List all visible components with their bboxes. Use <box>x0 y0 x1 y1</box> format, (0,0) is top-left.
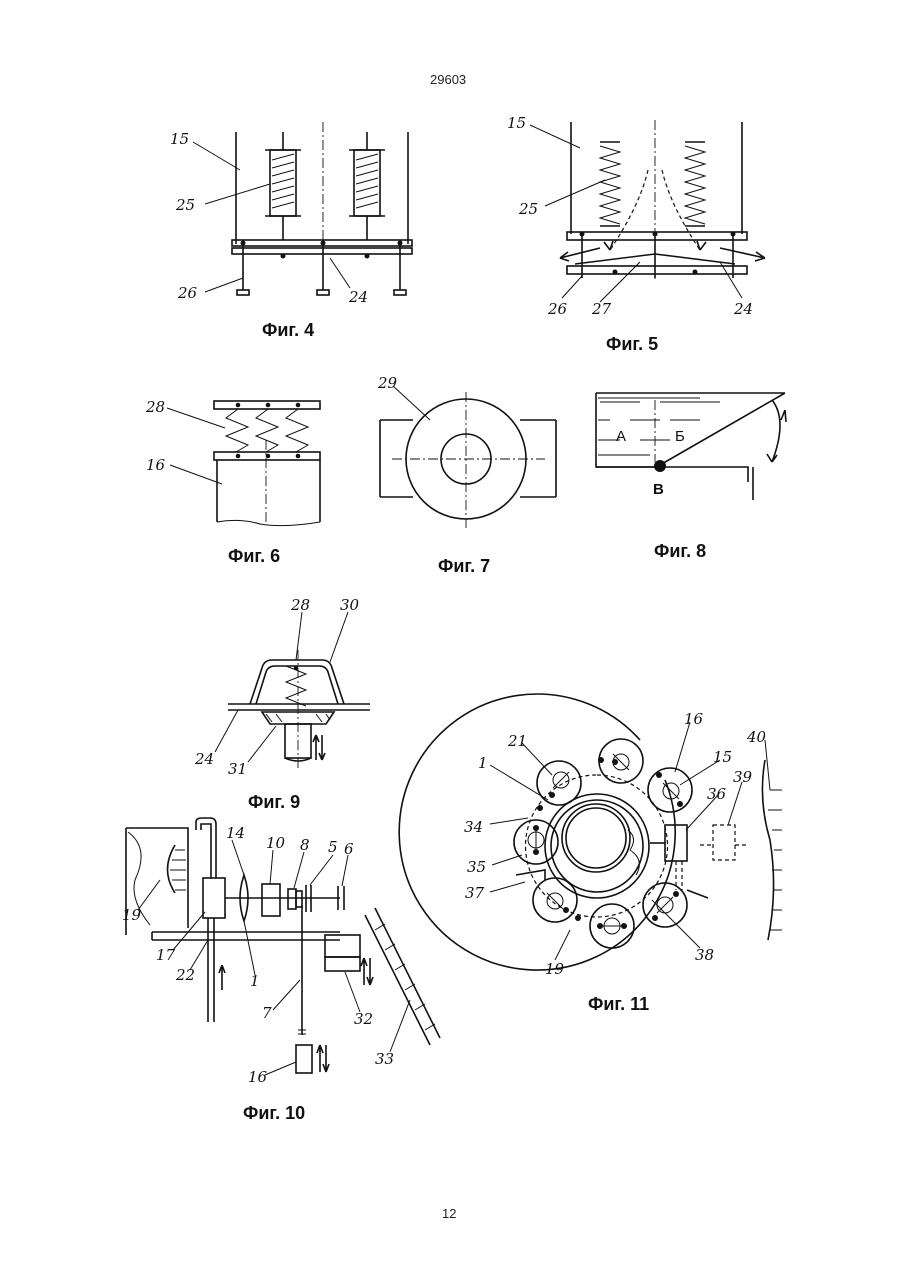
fig9-caption: Фиг. 9 <box>248 792 300 813</box>
page-number: 12 <box>442 1206 456 1221</box>
fig10-label-8: 8 <box>300 836 310 854</box>
fig6-caption: Фиг. 6 <box>228 546 280 567</box>
fig11-label-40: 40 <box>746 728 767 746</box>
fig10-label-22: 22 <box>175 966 195 984</box>
fig11-station-top <box>598 739 643 783</box>
fig10-label-10: 10 <box>266 834 286 852</box>
fig7-label-29: 29 <box>377 374 398 392</box>
fig8-label-a: А <box>616 428 626 445</box>
fig4-label-24: 24 <box>348 288 368 306</box>
fig6-label-28: 28 <box>145 398 165 416</box>
fig10-label-17: 17 <box>156 946 176 964</box>
fig4-drawing: 15 25 26 24 <box>170 122 412 306</box>
fig11-station-bottom <box>590 904 634 948</box>
fig4-label-15: 15 <box>170 130 189 148</box>
fig8-label-b: Б <box>675 428 685 445</box>
fig11-station-upper-right <box>648 768 692 812</box>
fig10-label-7: 7 <box>262 1004 272 1022</box>
fig8-caption: Фиг. 8 <box>654 541 706 562</box>
fig9-label-31: 31 <box>228 760 247 778</box>
fig11-label-34: 34 <box>464 818 483 836</box>
fig11-label-1: 1 <box>478 754 488 772</box>
fig4-label-25: 25 <box>175 196 195 214</box>
fig10-label-14: 14 <box>226 824 245 842</box>
fig10-label-5: 5 <box>328 838 338 856</box>
fig10-label-33: 33 <box>375 1050 394 1068</box>
fig10-caption: Фиг. 10 <box>243 1103 305 1124</box>
fig5-label-27: 27 <box>591 300 612 318</box>
fig11-label-35: 35 <box>467 858 486 876</box>
fig7-drawing: 29 <box>377 374 556 530</box>
fig5-drawing: 15 25 26 27 24 <box>507 114 765 318</box>
fig9-label-28: 28 <box>290 596 310 614</box>
fig10-label-1: 1 <box>250 972 260 990</box>
fig4-caption: Фиг. 4 <box>262 320 314 341</box>
fig11-label-39: 39 <box>733 768 753 786</box>
fig4-label-26: 26 <box>177 284 198 302</box>
fig5-label-25: 25 <box>518 200 538 218</box>
fig11-label-36: 36 <box>707 785 727 803</box>
fig6-drawing: 28 16 <box>145 398 320 526</box>
fig5-caption: Фиг. 5 <box>606 334 658 355</box>
fig10-label-32: 32 <box>354 1010 373 1028</box>
fig5-label-24: 24 <box>733 300 753 318</box>
fig6-label-16: 16 <box>146 456 166 474</box>
fig11-station-upper-left <box>537 761 581 811</box>
fig9-label-30: 30 <box>340 596 360 614</box>
fig10-label-16: 16 <box>248 1068 268 1086</box>
fig10-label-19: 19 <box>122 906 142 924</box>
fig11-drawing: 21 16 1 15 40 39 36 34 35 37 19 38 <box>399 694 782 978</box>
fig11-station-lower-right <box>643 883 687 927</box>
fig11-label-37: 37 <box>465 884 485 902</box>
fig11-station-lower-left <box>533 878 581 922</box>
fig9-label-24: 24 <box>194 750 214 768</box>
fig11-caption: Фиг. 11 <box>588 994 649 1015</box>
fig8-drawing: А Б В <box>596 393 786 500</box>
fig10-drawing: 19 14 10 8 5 6 17 22 1 7 32 33 16 <box>122 818 440 1086</box>
fig11-label-15: 15 <box>713 748 732 766</box>
fig5-label-26: 26 <box>547 300 568 318</box>
fig5-label-15: 15 <box>507 114 526 132</box>
fig11-label-19: 19 <box>545 960 565 978</box>
fig10-label-6: 6 <box>344 840 354 858</box>
fig9-drawing: 28 30 24 31 <box>194 596 370 778</box>
fig11-label-21: 21 <box>507 732 527 750</box>
fig7-caption: Фиг. 7 <box>438 556 490 577</box>
fig11-label-16: 16 <box>684 710 704 728</box>
fig11-label-38: 38 <box>695 946 714 964</box>
fig8-label-v: В <box>653 481 664 498</box>
